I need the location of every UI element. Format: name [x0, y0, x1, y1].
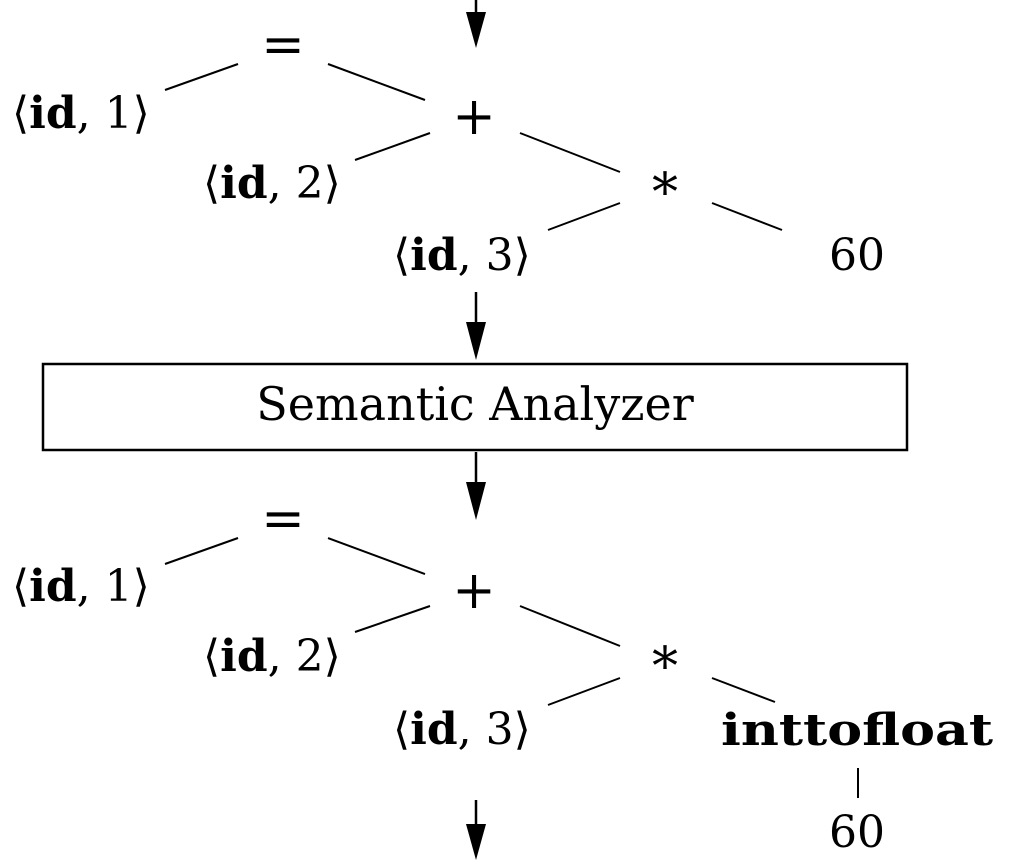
edge-plus-times [519, 605, 621, 647]
tree-after: = ⟨id, 1⟩ + ⟨id, 2⟩ * ⟨id, 3⟩ inttofloat… [12, 489, 994, 858]
edge-times-id3 [547, 677, 621, 706]
id-name: id [29, 561, 76, 612]
id1-node: ⟨id, 1⟩ [12, 561, 150, 612]
id-number: 3 [486, 230, 514, 281]
id-number: 1 [105, 88, 133, 139]
plus-node: + [452, 561, 496, 621]
times-node: * [652, 637, 678, 697]
edge-plus-id2 [354, 132, 431, 161]
times-node: * [652, 163, 678, 223]
assign-node: = [261, 15, 305, 75]
const-node: 60 [829, 230, 885, 281]
id-number: 2 [296, 158, 324, 209]
edge-assign-id1 [164, 63, 239, 91]
edge-assign-plus [327, 537, 426, 575]
assign-node: = [261, 489, 305, 549]
semantic-analyzer-box: Semantic Analyzer [41, 362, 909, 452]
id-number: 3 [486, 704, 514, 755]
edge-plus-times [519, 132, 621, 173]
const-node: 60 [829, 807, 885, 858]
inttofloat-node: inttofloat [721, 705, 994, 756]
tree-before: = ⟨id, 1⟩ + ⟨id, 2⟩ * ⟨id, 3⟩ 60 [12, 15, 885, 281]
id-name: id [410, 704, 457, 755]
id2-node: ⟨id, 2⟩ [203, 158, 341, 209]
id2-node: ⟨id, 2⟩ [203, 631, 341, 682]
id-name: id [220, 631, 267, 682]
arrow-top [466, 0, 486, 48]
id3-node: ⟨id, 3⟩ [393, 704, 531, 755]
id-name: id [220, 158, 267, 209]
edge-times-id3 [547, 202, 621, 231]
semantic-analyzer-label: Semantic Analyzer [256, 377, 693, 431]
id-name: id [29, 88, 76, 139]
arrow-out-of-analyzer [466, 452, 486, 520]
id3-node: ⟨id, 3⟩ [393, 230, 531, 281]
id-name: id [410, 230, 457, 281]
edge-plus-id2 [354, 605, 431, 633]
id1-node: ⟨id, 1⟩ [12, 88, 150, 139]
id-number: 1 [105, 561, 133, 612]
arrow-into-analyzer [466, 292, 486, 360]
edge-assign-plus [327, 63, 426, 101]
plus-node: + [452, 87, 496, 147]
edge-times-convert [711, 677, 776, 703]
edge-assign-id1 [164, 537, 239, 565]
id-number: 2 [296, 631, 324, 682]
arrow-bottom [466, 800, 486, 860]
edge-times-const [711, 202, 783, 231]
